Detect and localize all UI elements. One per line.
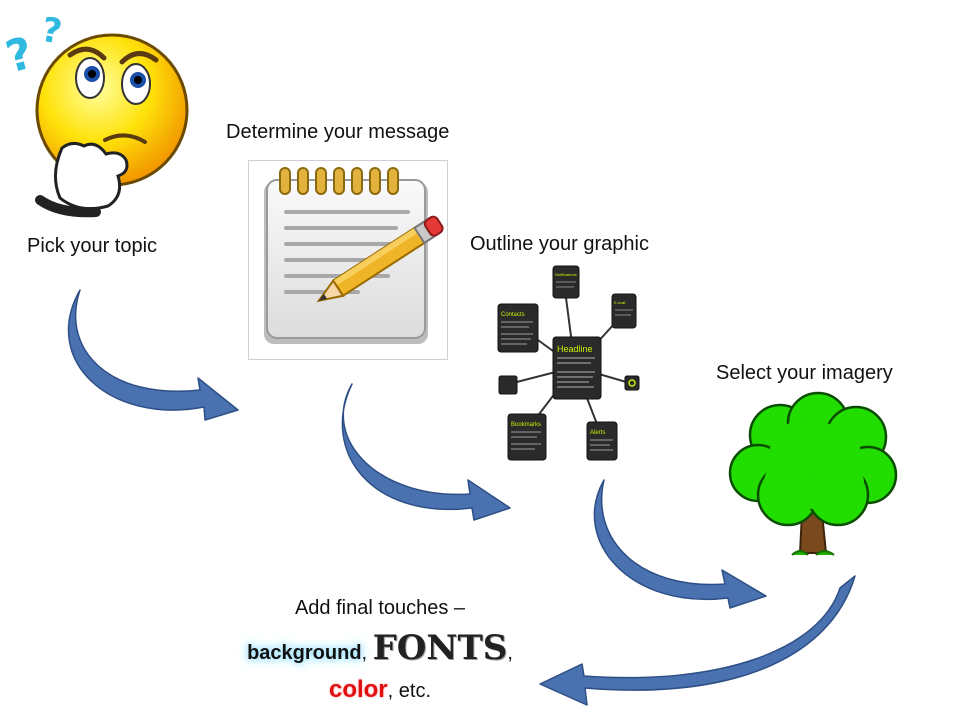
mindmap-icon: Headline Contacts Notifications E-mail B… <box>497 265 640 461</box>
flow-arrow-4 <box>539 575 856 706</box>
flow-arrow-1 <box>67 289 239 421</box>
flow-arrow-2 <box>341 383 511 521</box>
flow-arrow-3 <box>593 479 767 609</box>
color-word: color <box>328 676 388 703</box>
mindmap-node-bookmarks: Bookmarks <box>511 422 541 428</box>
thinking-face-icon: ? ? <box>1 10 189 218</box>
step-label-topic: Pick your topic <box>27 235 158 257</box>
step-label-imagery: Select your imagery <box>716 362 893 384</box>
mindmap-node-email: E-mail <box>614 300 625 305</box>
step-label-graphic: Outline your graphic <box>470 233 649 255</box>
tree-icon <box>728 391 898 556</box>
notepad-pencil-icon <box>248 160 448 360</box>
fonts-word: FONTS <box>372 628 508 668</box>
step-label-message: Determine your message <box>226 121 450 143</box>
mindmap-node-contacts: Contacts <box>501 312 525 318</box>
final-touches-line-3: color, etc. <box>290 676 470 704</box>
final-touches-line-2: background, FONTS, <box>230 628 530 668</box>
mindmap-node-notifications: Notifications <box>555 272 577 277</box>
comma-2: , <box>507 642 513 664</box>
final-touches-heading: Add final touches – <box>294 597 466 619</box>
comma-1: , <box>361 642 368 664</box>
background-word: background <box>247 642 362 664</box>
etc-text: , etc. <box>387 680 432 702</box>
mindmap-node-alerts: Alerts <box>590 430 605 436</box>
mindmap-center-label: Headline <box>557 344 593 354</box>
